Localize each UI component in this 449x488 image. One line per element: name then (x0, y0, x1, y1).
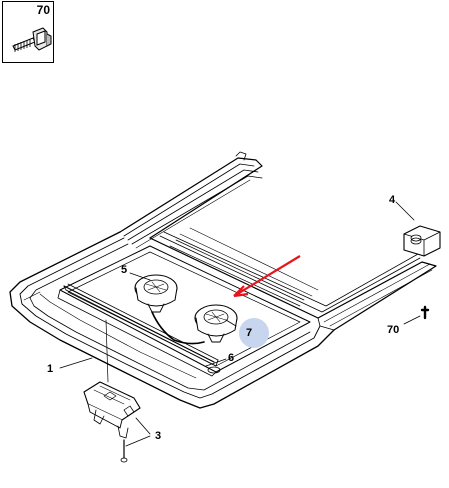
callout-1: 1 (47, 363, 53, 375)
leader-70 (403, 315, 421, 325)
leader-1 (59, 357, 93, 369)
callout-5: 5 (121, 264, 127, 276)
callout-6: 6 (228, 352, 234, 364)
leader-3b (125, 435, 151, 447)
red-arrow (233, 255, 301, 297)
callout-7: 7 (246, 327, 252, 339)
inner-opening (57, 227, 319, 377)
leader-5 (129, 272, 151, 281)
motor-item-3 (83, 319, 141, 463)
callout-70: 70 (387, 324, 399, 336)
callout-4: 4 (389, 194, 396, 206)
leader-7 (225, 319, 237, 327)
bracket-item-4 (403, 225, 441, 257)
leader-6 (205, 358, 227, 367)
callout-highlight (239, 318, 269, 348)
leader-lines (59, 201, 421, 447)
cable (151, 311, 205, 345)
inset-reference-number: 70 (36, 3, 50, 17)
screw-item-70 (420, 305, 430, 320)
seal-strip-item-6 (63, 283, 221, 374)
knob-item-5 (134, 274, 178, 313)
leader-4 (395, 201, 415, 221)
front-frame (9, 231, 335, 409)
right-rail (149, 231, 437, 331)
callout-3: 3 (155, 430, 161, 442)
leader-3a (135, 417, 151, 435)
inset-box: 70 (2, 1, 54, 63)
knob-item-7 (194, 304, 238, 343)
red-arrow-head (233, 285, 249, 298)
bolt-with-clip-icon (12, 27, 52, 52)
rear-rail (119, 151, 263, 249)
